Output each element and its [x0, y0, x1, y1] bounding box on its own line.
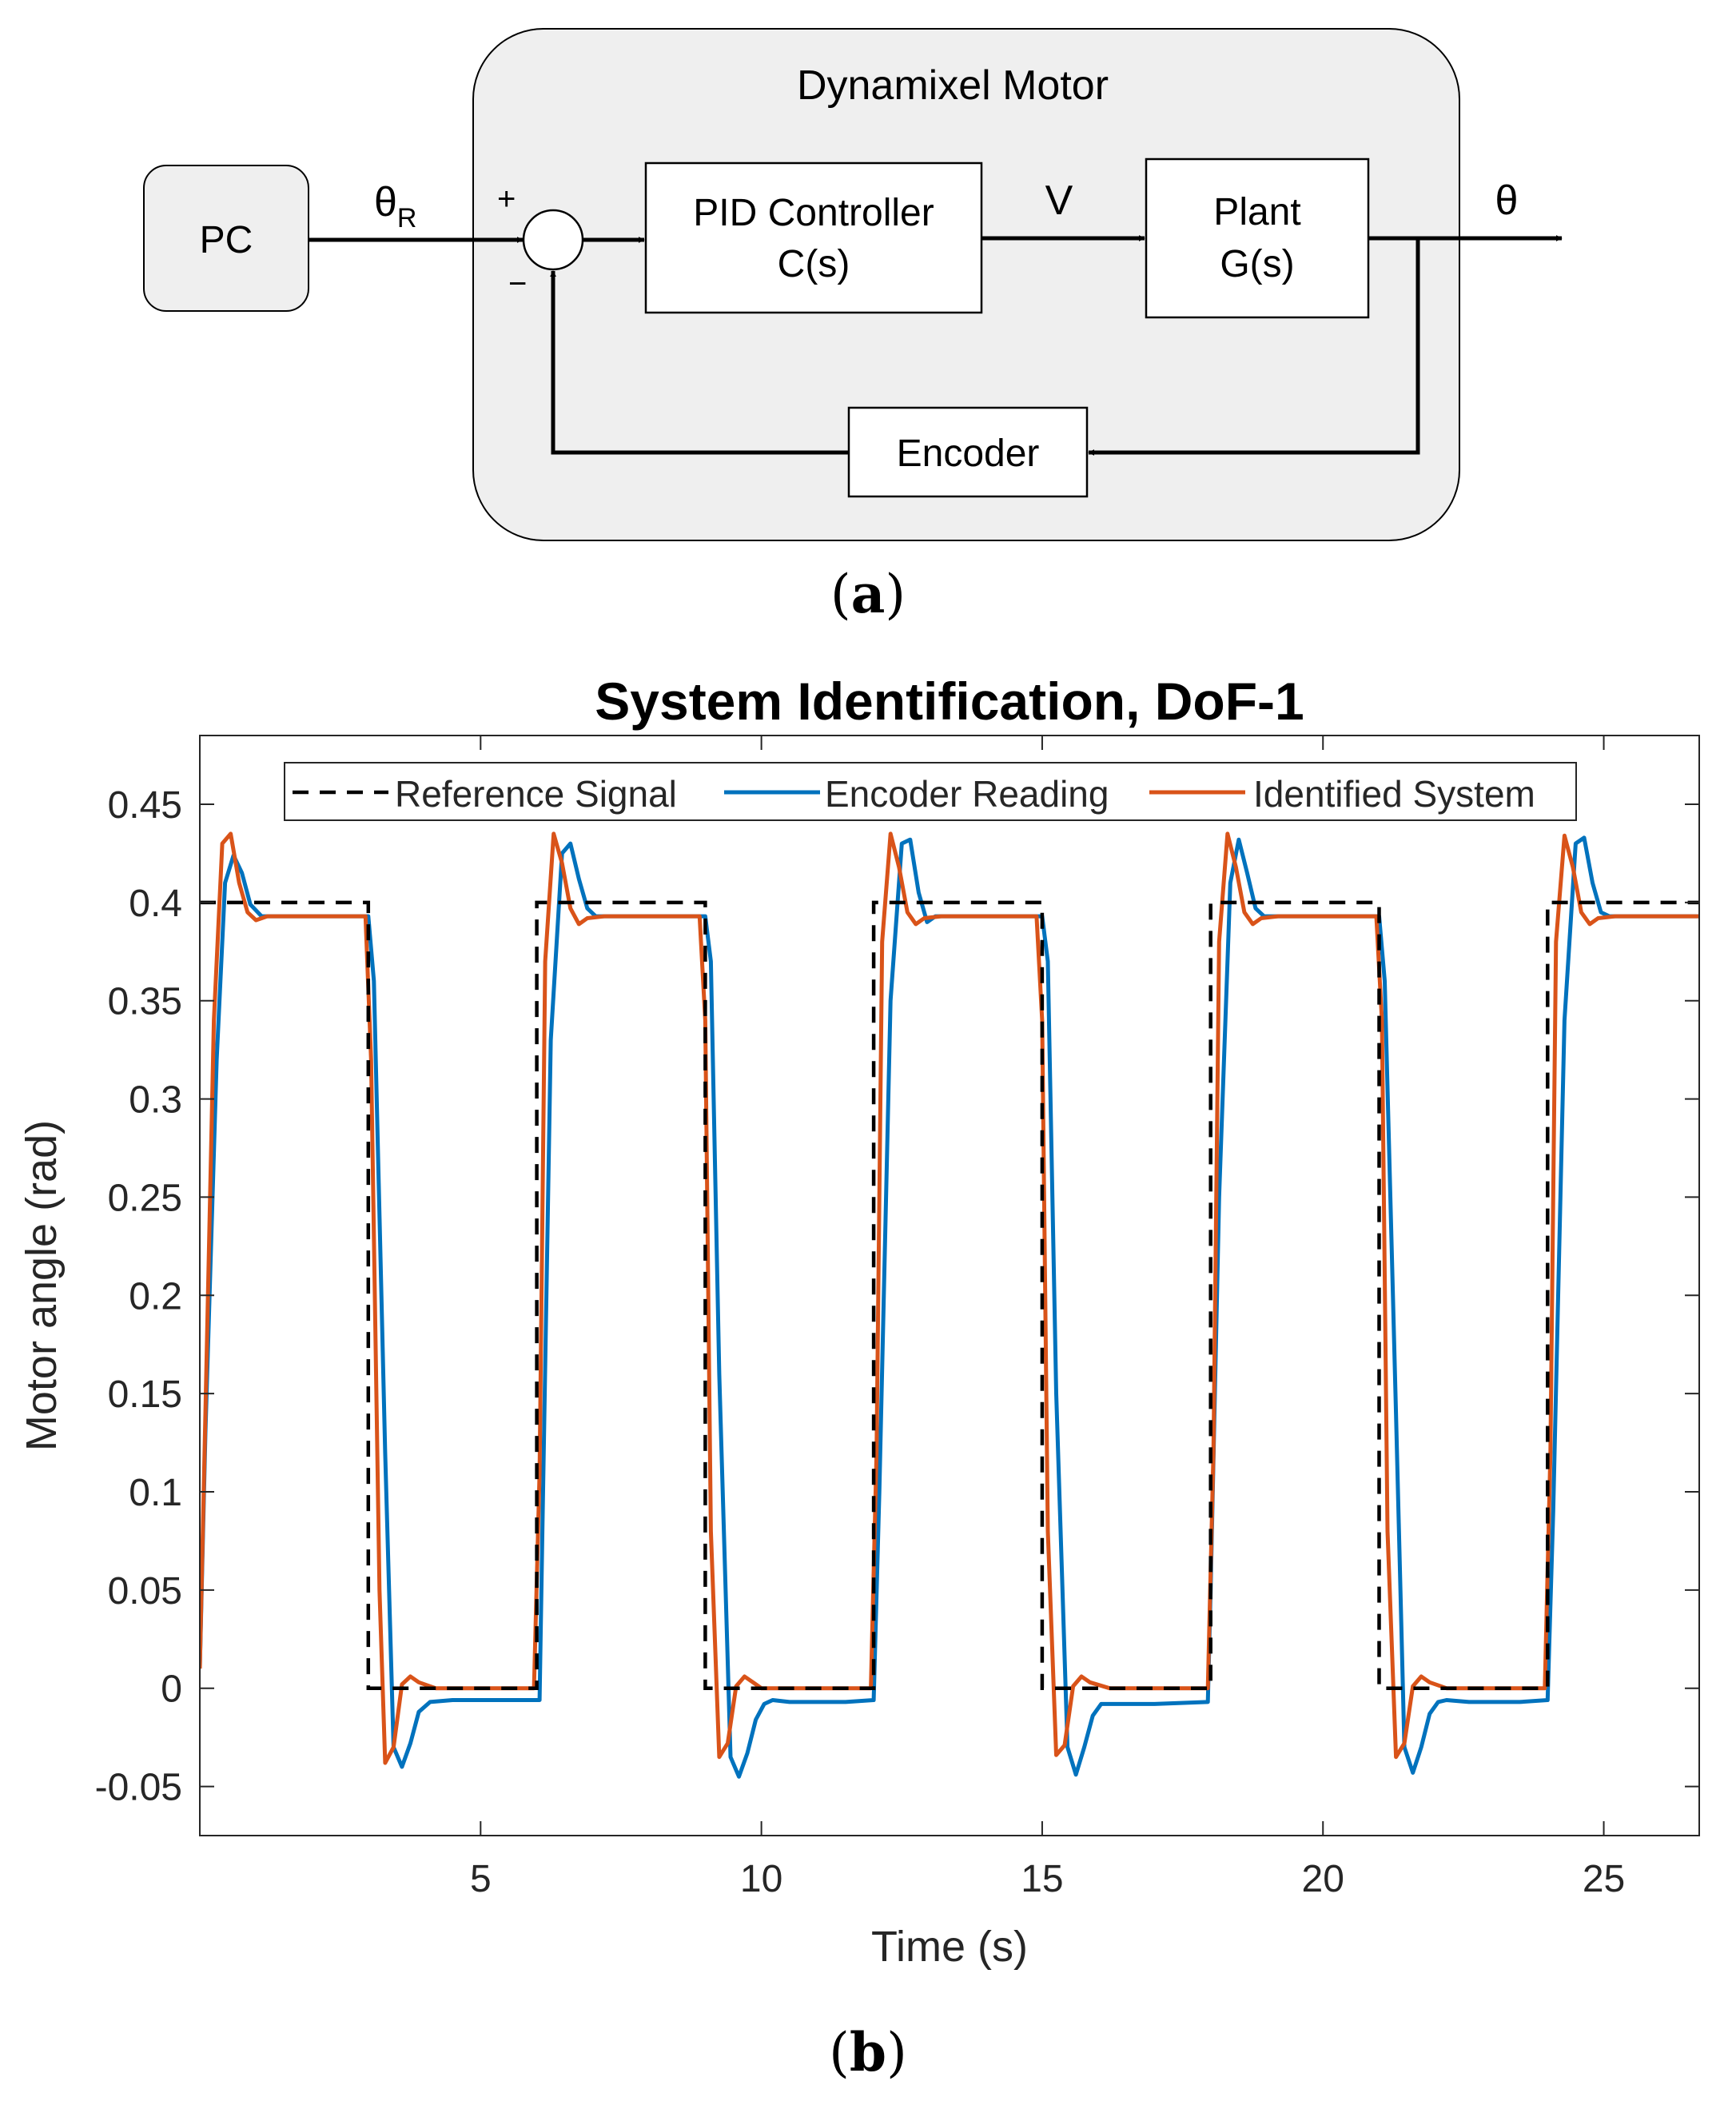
y-tick-label: 0.3 [129, 1079, 182, 1122]
y-tick-label: 0 [161, 1668, 182, 1711]
y-tick-label: 0.15 [108, 1373, 182, 1416]
axes-box [199, 735, 1700, 1836]
output-label: θ [1495, 177, 1519, 224]
chart-title: System Identification, DoF-1 [595, 672, 1304, 731]
y-tick-label: 0.1 [129, 1472, 182, 1514]
pid-controller-block [644, 161, 983, 314]
y-tick-label: 0.05 [108, 1570, 182, 1613]
x-tick-label: 10 [740, 1858, 782, 1900]
plant-line1: Plant [1213, 191, 1300, 233]
reference-subscript: R [397, 203, 417, 233]
panel-label-a: (a) [830, 563, 906, 625]
line-chart: System Identification, DoF-1 5 10 15 20 25 -… [18, 672, 1700, 2083]
feedback-to-junction-line [550, 270, 849, 455]
x-tick-label: 20 [1302, 1858, 1344, 1900]
plus-sign: + [497, 181, 516, 217]
legend: Reference Signal Encoder Reading Identif… [284, 762, 1577, 821]
encoder-label: Encoder [897, 433, 1040, 475]
x-tick-label: 15 [1021, 1858, 1063, 1900]
voltage-label: V [1045, 177, 1073, 224]
x-tick-label: 5 [470, 1858, 492, 1900]
pc-label: PC [200, 219, 253, 261]
x-ticks: 5 10 15 20 25 [470, 736, 1625, 1900]
encoder-block [847, 406, 1089, 498]
legend-label-reference-signal: Reference Signal [395, 773, 677, 815]
series-line-encoder-reading [200, 835, 1699, 1779]
block-diagram: Dynamixel Motor PC θR + − PID Controller… [143, 28, 1563, 625]
panel-letter-b: b [850, 2021, 886, 2083]
y-tick-label: 0.35 [108, 981, 182, 1023]
reference-symbol: θ [374, 179, 397, 225]
plot-area [200, 736, 1699, 1836]
feedback-to-encoder-line [1088, 238, 1420, 456]
pid-controller-line1: PID Controller [693, 192, 934, 234]
x-axis-label: Time (s) [871, 1923, 1028, 1971]
y-tick-label: 0.25 [108, 1177, 182, 1219]
motor-group-label: Dynamixel Motor [797, 62, 1109, 109]
series-line-identified-system [200, 831, 1699, 1765]
legend-box [284, 762, 1577, 821]
pid-controller-line2: C(s) [778, 243, 850, 285]
panel-letter-a: a [851, 563, 886, 625]
y-tick-label: 0.2 [129, 1275, 182, 1318]
legend-label-identified-system: Identified System [1253, 773, 1535, 815]
legend-label-encoder-reading: Encoder Reading [825, 773, 1109, 815]
y-tick-label: -0.05 [95, 1767, 182, 1809]
reference-label: θR [374, 179, 416, 233]
plant-line2: G(s) [1220, 243, 1294, 285]
x-tick-label: 25 [1583, 1858, 1625, 1900]
y-axis-label: Motor angle (rad) [18, 1120, 66, 1451]
y-tick-label: 0.45 [108, 784, 182, 827]
series-layer [200, 831, 1699, 1779]
plant-block [1145, 157, 1370, 319]
y-ticks: -0.05 0 0.05 0.1 0.15 0.2 0.25 0.3 0.35 0.4 0.45 [95, 784, 1699, 1809]
y-tick-label: 0.4 [129, 883, 182, 925]
summing-junction [522, 209, 584, 271]
panel-label-b: (b) [829, 2021, 907, 2083]
series-line-reference-signal [200, 900, 1699, 1690]
minus-sign: − [508, 266, 527, 301]
